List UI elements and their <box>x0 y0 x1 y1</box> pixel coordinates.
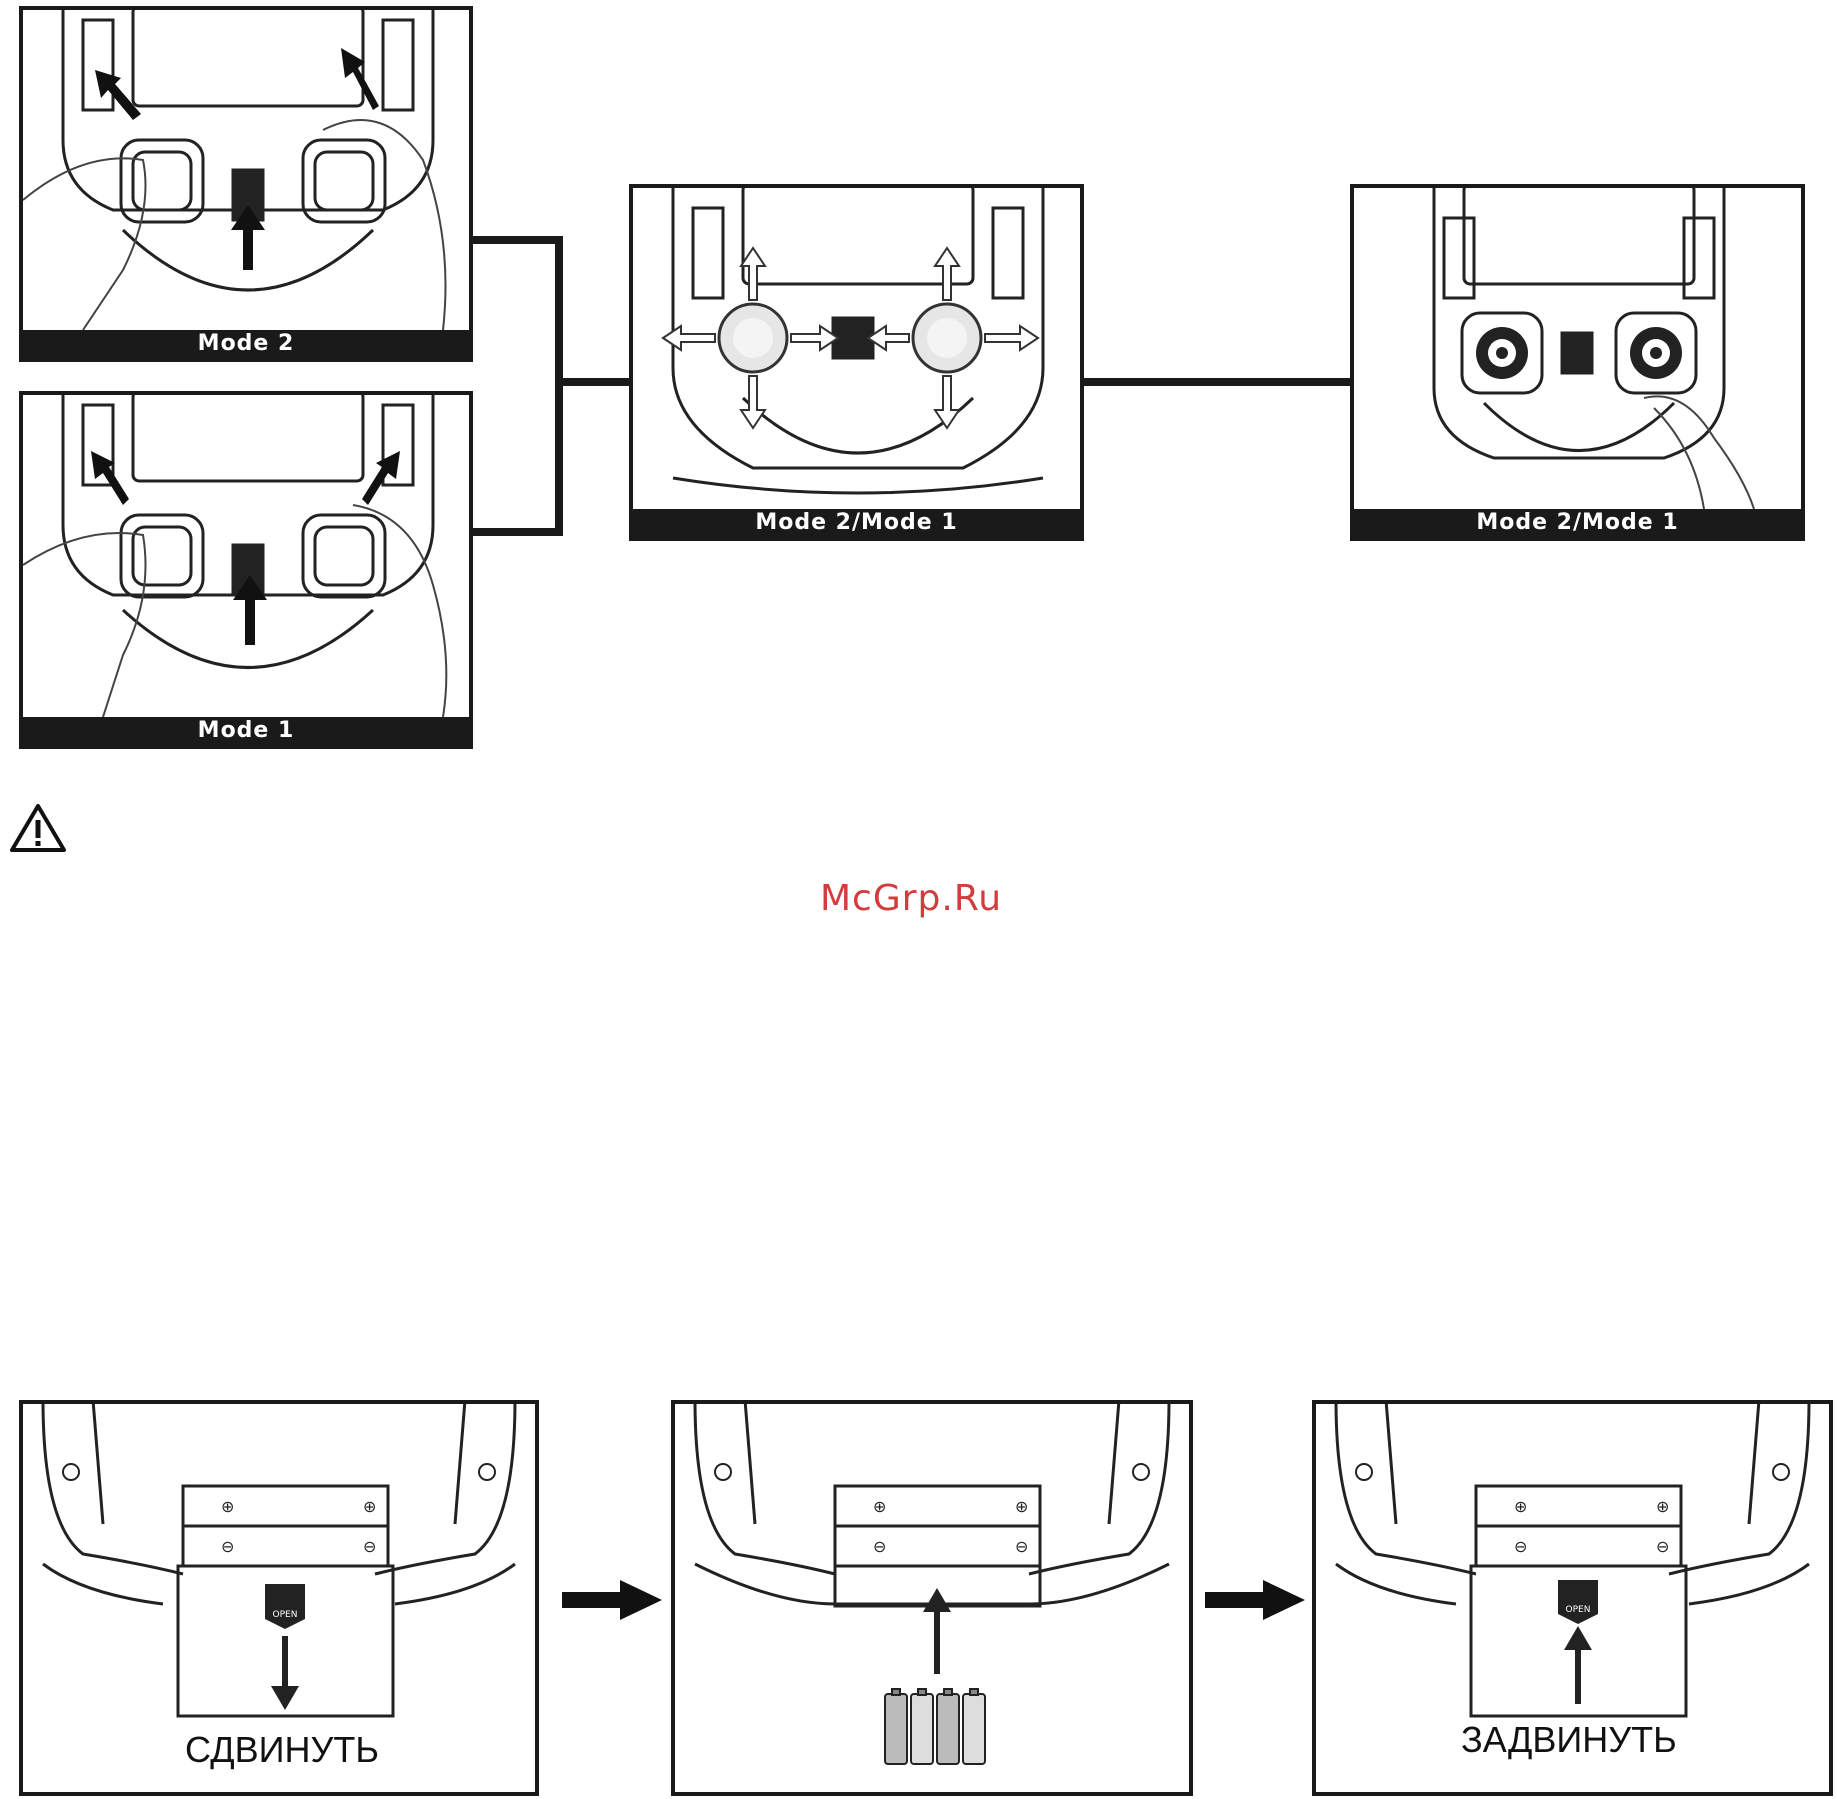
connector-line <box>555 378 630 386</box>
minus-symbol: ⊖ <box>363 1537 376 1556</box>
minus-symbol: ⊖ <box>1514 1537 1527 1556</box>
plus-symbol: ⊕ <box>363 1497 376 1516</box>
mode1-caption: Mode 1 <box>23 717 469 745</box>
connector-line <box>473 236 563 244</box>
controller-hands-illustration <box>23 395 469 717</box>
right-mode-panel: Mode 2/Mode 1 <box>1350 184 1805 541</box>
slide-open-label: СДВИНУТЬ <box>185 1729 379 1771</box>
insert-batteries-illustration: ⊕ ⊕ ⊖ ⊖ <box>675 1404 1189 1792</box>
watermark-text: McGrp.Ru <box>820 878 1002 919</box>
slide-close-label: ЗАДВИНУТЬ <box>1461 1719 1677 1761</box>
battery-step2-panel: ⊕ ⊕ ⊖ ⊖ <box>671 1400 1193 1796</box>
minus-symbol: ⊖ <box>1015 1537 1028 1556</box>
connector-line <box>555 236 563 536</box>
open-tab-label: OPEN <box>1566 1605 1591 1615</box>
plus-symbol: ⊕ <box>1015 1497 1028 1516</box>
plus-symbol: ⊕ <box>1656 1497 1669 1516</box>
connector-line <box>473 528 563 536</box>
minus-symbol: ⊖ <box>873 1537 886 1556</box>
controller-finger-illustration <box>1354 188 1801 509</box>
right-arrow-icon <box>562 1580 662 1620</box>
warning-icon <box>8 802 68 859</box>
plus-symbol: ⊕ <box>873 1497 886 1516</box>
center-mode-caption: Mode 2/Mode 1 <box>633 509 1080 537</box>
mode2-caption: Mode 2 <box>23 330 469 358</box>
plus-symbol: ⊕ <box>221 1497 234 1516</box>
controller-hands-illustration <box>23 10 469 330</box>
right-mode-caption: Mode 2/Mode 1 <box>1354 509 1801 537</box>
batteries-icon <box>885 1689 985 1764</box>
minus-symbol: ⊖ <box>221 1537 234 1556</box>
battery-step1-panel: ⊕ ⊕ ⊖ ⊖ OPEN СДВИНУТЬ <box>19 1400 539 1796</box>
minus-symbol: ⊖ <box>1656 1537 1669 1556</box>
open-tab-label: OPEN <box>273 1610 298 1620</box>
battery-step3-panel: ⊕ ⊕ ⊖ ⊖ OPEN ЗАДВИНУТЬ <box>1312 1400 1833 1796</box>
connector-line <box>1082 378 1352 386</box>
center-mode-panel: Mode 2/Mode 1 <box>629 184 1084 541</box>
plus-symbol: ⊕ <box>1514 1497 1527 1516</box>
right-arrow-icon <box>1205 1580 1305 1620</box>
controller-sticks-illustration <box>633 188 1080 509</box>
mode2-panel: Mode 2 <box>19 6 473 362</box>
mode1-panel: Mode 1 <box>19 391 473 749</box>
